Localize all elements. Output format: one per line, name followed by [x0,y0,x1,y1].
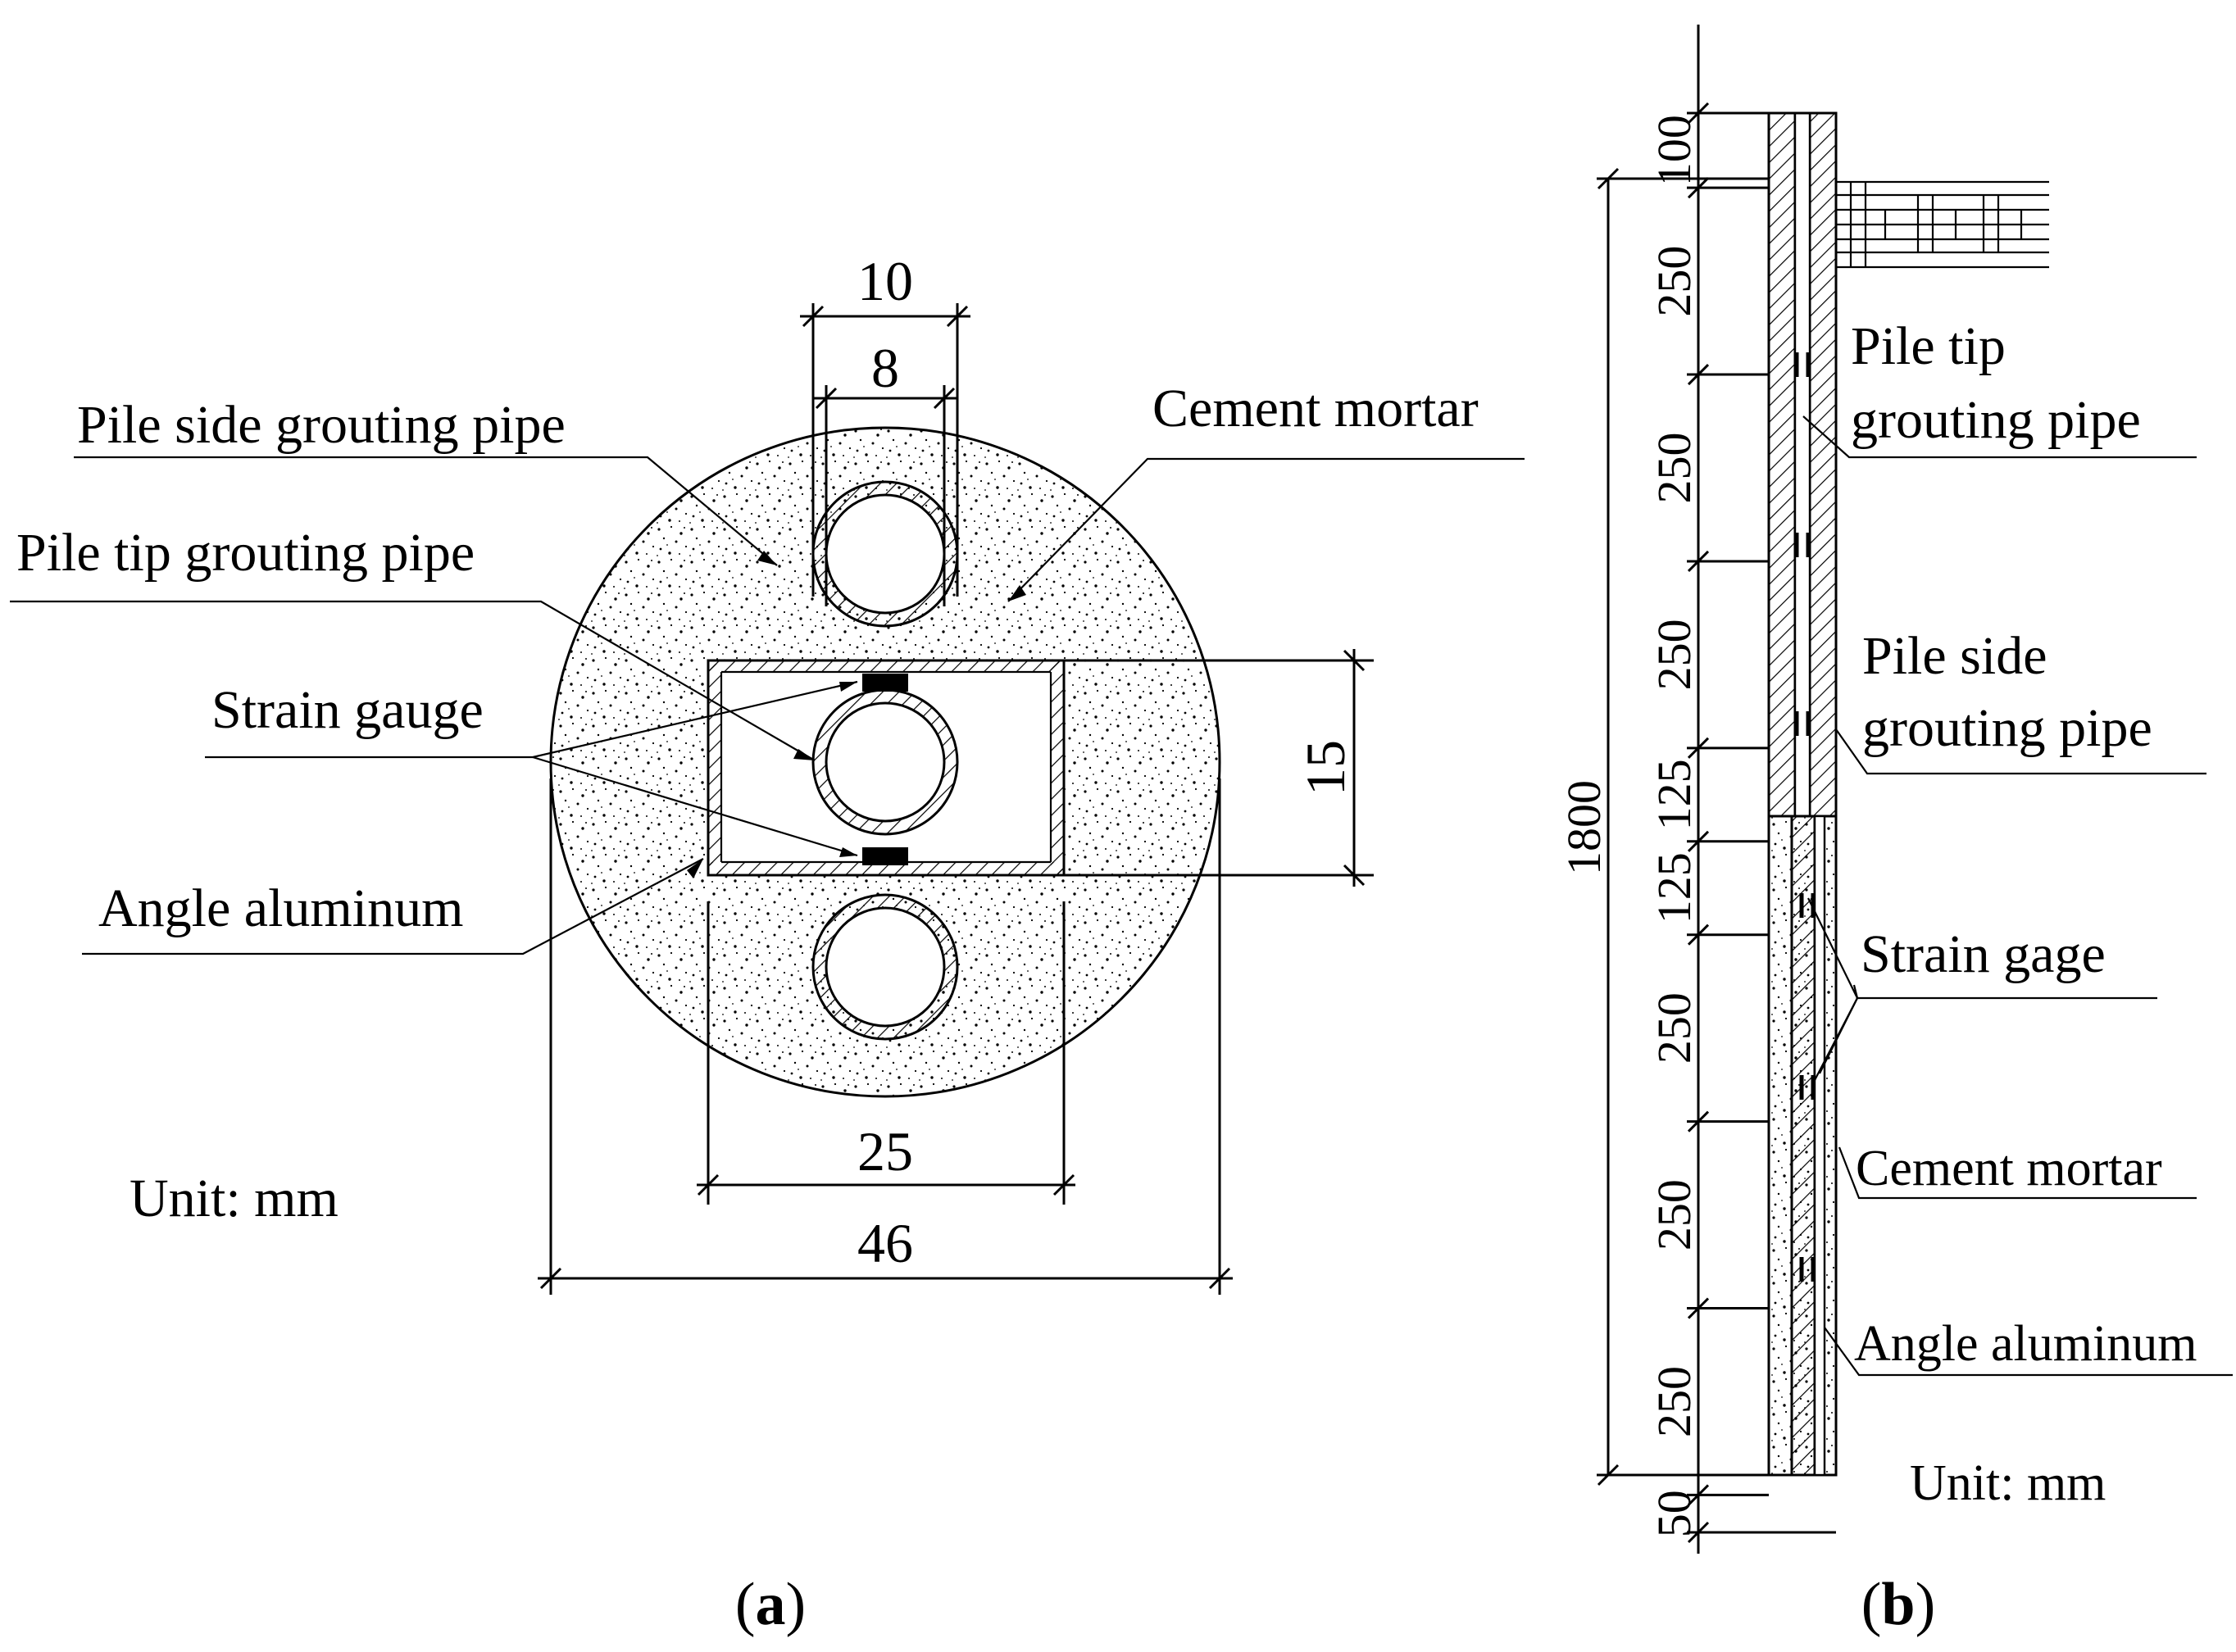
strain-gauge-bottom [862,847,908,865]
angle-aluminum-right-leg [1051,660,1064,875]
unit-label-b: Unit: mm [1910,1455,2106,1511]
dim-10-label: 10 [857,250,913,312]
dimension-25: 25 [697,901,1075,1205]
leader-lines-b [1802,415,2233,1377]
dim-25-label: 25 [857,1120,913,1182]
label-cement-mortar-a: Cement mortar [1152,379,1479,438]
panel-b: 1800 100 250 250 250 125 125 250 250 250 50 Pile … [1557,25,2233,1638]
segment-tick-slash [1687,924,1710,946]
angle-aluminum-bottom-leg [708,862,1064,875]
label-angle-aluminum-b: Angle aluminum [1854,1316,2197,1372]
segment-label: 100 [1647,115,1701,186]
segment-tick-slash [1687,737,1710,759]
segment-label: 125 [1647,759,1701,830]
segment-label: 250 [1647,619,1701,690]
dim-15-label: 15 [1294,740,1357,796]
caption-a: (a) [735,1571,806,1638]
ground-symbol [1836,180,2049,269]
segment-tick-slash [1687,1521,1710,1544]
label-pile-side-line1-b: Pile side [1862,626,2047,686]
bottom-grouting-pipe [811,893,959,1041]
strain-gauge-top [862,674,908,692]
dim-46-label: 46 [857,1212,913,1274]
segment-label: 50 [1647,1490,1701,1537]
label-strain-gauge-a: Strain gauge [211,680,484,740]
segment-label: 125 [1647,852,1701,924]
label-pile-tip-line1-b: Pile tip [1851,316,2006,376]
pile-side-pipe-column [1808,111,1838,818]
dimension-10: 10 [800,250,970,597]
segment-label: 250 [1647,246,1701,317]
strain-gages-b [1794,352,1816,1282]
label-pile-side-line2-b: grouting pipe [1862,698,2152,758]
panel-a: 10 8 15 25 [10,250,1525,1638]
angle-aluminum-top-leg [708,660,1064,672]
segment-tick-slash [1687,177,1710,199]
label-pile-tip-line2-b: grouting pipe [1851,390,2141,450]
segment-tick-slash [1687,363,1710,386]
angle-aluminum-column [1790,815,1816,1477]
segment-label: 250 [1647,992,1701,1064]
segment-tick-slash [1687,830,1710,852]
segment-tick-slash [1687,1484,1710,1506]
label-strain-gage-b: Strain gage [1861,924,2106,984]
segment-tick-slash [1687,102,1710,125]
segment-tick-slash [1687,550,1710,573]
pile-tip-grouting-pipe [811,688,959,836]
segment-tick-slash [1687,1297,1710,1319]
segment-label: 250 [1647,433,1701,504]
caption-b: (b) [1861,1571,1935,1638]
label-pile-side-grouting-pipe-a: Pile side grouting pipe [77,395,566,455]
segment-labels: 100 250 250 250 125 125 250 250 250 50 [1647,115,1701,1537]
label-angle-aluminum-a: Angle aluminum [98,878,463,938]
total-length-label: 1800 [1557,780,1611,875]
segment-label: 250 [1647,1179,1701,1250]
label-pile-tip-grouting-pipe-a: Pile tip grouting pipe [16,523,475,583]
dimension-46: 46 [538,778,1233,1295]
dimension-chain-b [1597,25,1836,1554]
pile-side-grouting-pipe [811,480,959,628]
label-cement-mortar-b: Cement mortar [1856,1141,2162,1196]
dimension-8: 8 [813,337,957,606]
segment-label: 250 [1647,1366,1701,1437]
pile-tip-pipe-column [1767,111,1797,818]
angle-aluminum-left-leg [708,664,721,874]
segment-tick-slash [1687,1110,1710,1132]
unit-label-a: Unit: mm [130,1169,339,1228]
dim-8-label: 8 [871,337,899,399]
leader-lines-a [10,456,1525,955]
